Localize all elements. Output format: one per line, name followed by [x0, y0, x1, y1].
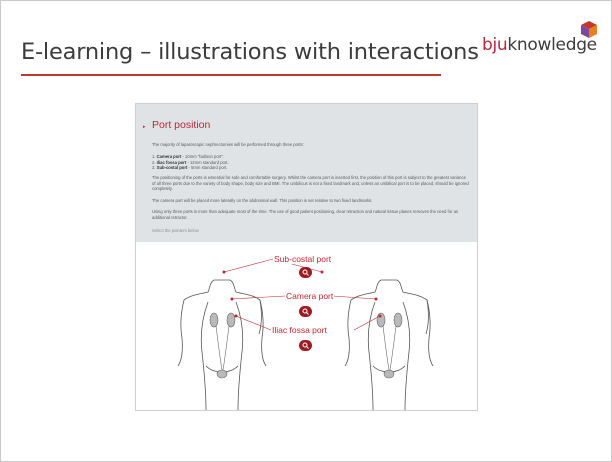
logo-bju: bju: [482, 35, 508, 55]
right-organs: [376, 312, 403, 379]
slide-title: E-learning – illustrations with interact…: [21, 39, 479, 65]
iliac-fossa-port-callout: Iliac fossa port: [271, 325, 328, 335]
port-desc: - 10mm "balloon port".: [181, 154, 224, 159]
port-name: Camera port: [156, 154, 182, 159]
ports-list-item: 3. Sub-costal port - 5mm standard port.: [152, 165, 228, 171]
module-title: Port position: [152, 119, 211, 131]
camera-port-callout: Camera port: [285, 291, 335, 301]
magnifier-icon: [302, 308, 309, 315]
section-marker-icon: ▸: [143, 124, 146, 130]
select-prompt: Select the pointers below: [152, 228, 199, 233]
cube-logo-icon: [581, 21, 597, 38]
left-torso-figure: [177, 279, 267, 410]
magnifier-icon: [302, 269, 309, 276]
module-text-area: ▸ Port position The majority of laparosc…: [136, 104, 477, 242]
ports-list-item: 1. Camera port - 10mm "balloon port".: [152, 154, 224, 159]
intro-paragraph: The majority of laparoscopic nephrectomi…: [152, 142, 304, 147]
bju-knowledge-logo: bjuknowledge: [482, 21, 602, 61]
port-name: Sub-costal port: [156, 165, 188, 171]
port-desc: - 5mm standard port.: [187, 165, 228, 171]
camera-port-paragraph: The camera port will be placed more late…: [152, 198, 373, 203]
iliac-fossa-port-pin-button[interactable]: [299, 340, 312, 351]
leader-lines: [222, 258, 382, 331]
title-underline: [21, 74, 441, 76]
positioning-paragraph: The positioning of the ports is essentia…: [152, 175, 469, 192]
right-torso-figure: [344, 279, 434, 410]
ports-list: 1. Camera port - 10mm "balloon port". 2.…: [152, 154, 470, 171]
magnifier-icon: [302, 342, 309, 349]
logo-knowledge: knowledge: [507, 35, 597, 55]
sub-costal-port-pin-button[interactable]: [299, 267, 312, 278]
ports-list-item: 2. Iliac fossa port - 12mm standard port…: [152, 159, 229, 165]
elearning-module-panel: ▸ Port position The majority of laparosc…: [135, 103, 478, 411]
three-ports-paragraph: Using only three ports is more than adeq…: [152, 209, 459, 220]
logo-wordmark: bjuknowledge: [482, 35, 597, 55]
port-name: Iliac fossa port: [156, 159, 187, 165]
left-organs: [209, 312, 236, 379]
torso-illustrations: [177, 258, 434, 410]
port-desc: - 12mm standard port.: [186, 159, 229, 165]
sub-costal-port-callout: Sub-costal port: [273, 254, 333, 264]
camera-port-pin-button[interactable]: [299, 306, 312, 317]
